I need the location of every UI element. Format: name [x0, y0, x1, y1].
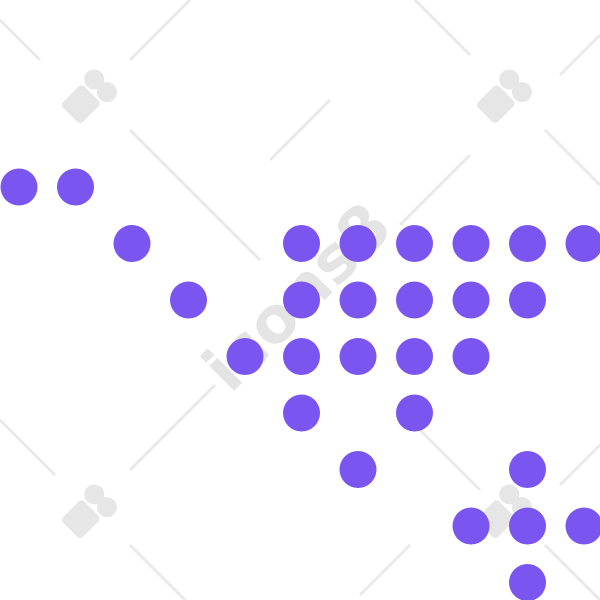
dot	[452, 225, 490, 262]
dot	[396, 394, 433, 432]
dot	[283, 281, 320, 319]
dot	[339, 338, 377, 375]
dot	[509, 564, 546, 600]
dot	[339, 225, 377, 262]
dot	[339, 451, 377, 488]
dot	[452, 281, 490, 319]
dot	[339, 281, 377, 319]
dot	[283, 394, 320, 432]
dot	[396, 338, 433, 375]
dot	[509, 451, 546, 488]
dot	[452, 507, 490, 545]
dot	[113, 225, 151, 262]
dot	[565, 225, 600, 262]
dot	[226, 338, 264, 375]
dot	[170, 281, 207, 319]
dot	[396, 281, 433, 319]
watermark-logo	[61, 69, 532, 539]
dot	[509, 225, 546, 262]
dot	[565, 507, 600, 545]
dot-pattern	[0, 168, 600, 600]
dot	[509, 281, 546, 319]
dot	[283, 225, 320, 262]
dot	[0, 168, 38, 206]
dot	[509, 507, 546, 545]
dot	[396, 225, 433, 262]
dot	[283, 338, 320, 375]
dot	[57, 168, 94, 206]
dot	[452, 338, 490, 375]
